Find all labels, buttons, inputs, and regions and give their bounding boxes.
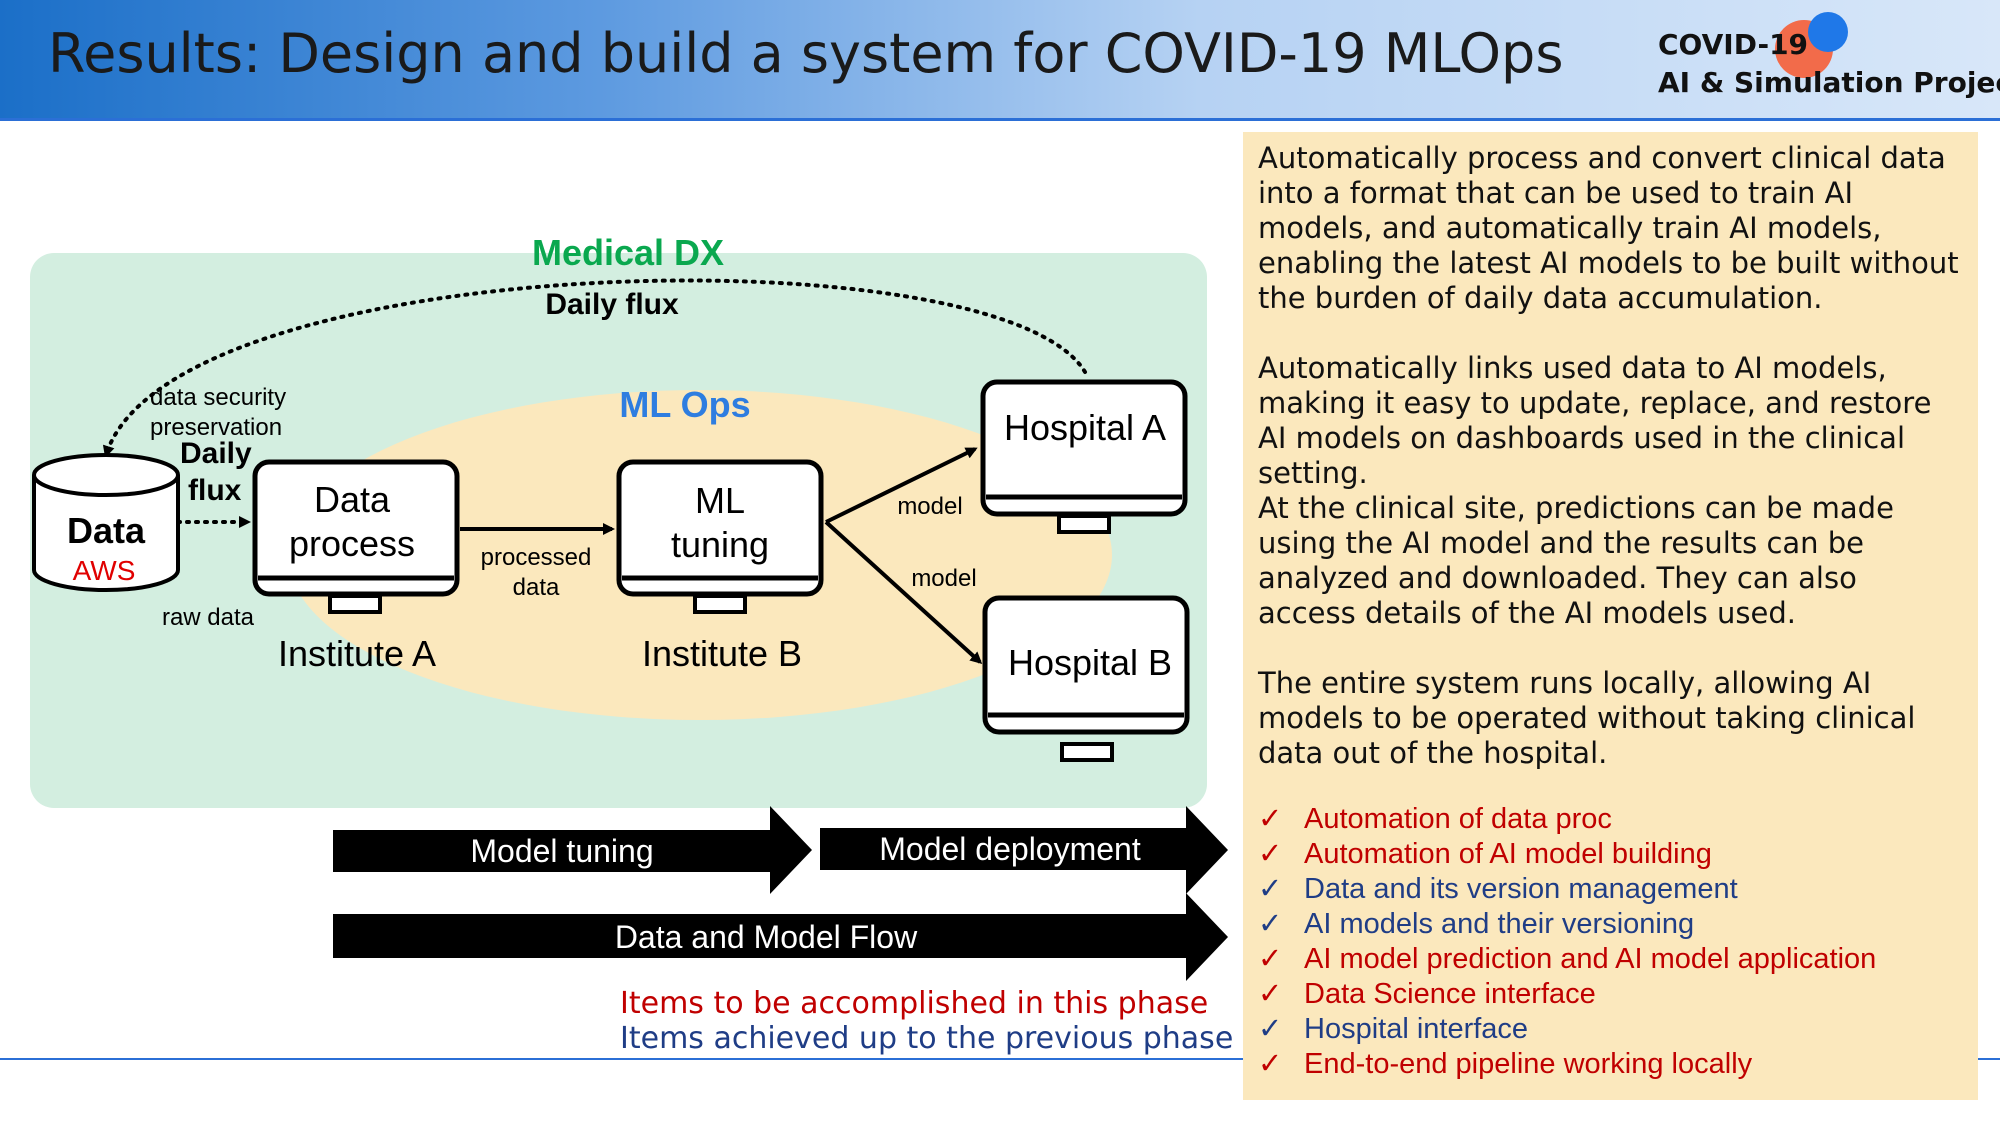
logo-blue-circle (1808, 12, 1848, 52)
hospital-a-label: Hospital A (1004, 407, 1166, 448)
checklist-item: ✓ End-to-end pipeline working locally (1258, 1047, 1963, 1082)
checklist-item-text: End-to-end pipeline working locally (1304, 1048, 1753, 1080)
checklist-item: ✓ Automation of data proc (1258, 802, 1963, 837)
summary-paragraph-1: Automatically process and convert clinic… (1258, 141, 1959, 315)
model-deployment-flow-label: Model deployment (879, 831, 1141, 867)
checklist-item-text: Automation of AI model building (1304, 838, 1712, 870)
header-bar: Results: Design and build a system for C… (0, 0, 2000, 118)
model-deployment-flow-arrow (820, 806, 1228, 894)
model-tuning-flow-arrow (333, 806, 812, 894)
checklist-item-text: Data and its version management (1304, 873, 1738, 905)
raw-data-label: raw data (162, 604, 255, 631)
logo-text-line2: AI & Simulation Project (1658, 66, 2000, 99)
summary-paragraph-2: Automatically links used data to AI mode… (1258, 351, 1932, 490)
legend-to-accomplish: Items to be accomplished in this phase (620, 986, 1209, 1021)
daily-label: Daily (180, 437, 252, 470)
checklist-item: ✓ Data and its version management (1258, 872, 1963, 907)
outer-daily-flux-label: Daily flux (545, 288, 679, 321)
institute-b-label: Institute B (642, 633, 802, 674)
header-divider (0, 118, 2000, 121)
model-tuning-flow-label: Model tuning (470, 833, 653, 869)
checklist-item: ✓ AI models and their versioning (1258, 907, 1963, 942)
summary-panel (1243, 132, 1978, 1100)
page-title: Results: Design and build a system for C… (48, 22, 1564, 85)
checklist-item-text: Hospital interface (1304, 1013, 1529, 1045)
footer-divider (0, 1058, 2000, 1060)
institute-a-label: Institute A (278, 633, 436, 674)
medical-dx-title: Medical DX (532, 232, 724, 273)
checklist-item: ✓ Hospital interface (1258, 1012, 1963, 1047)
ml-ops-title: ML Ops (619, 384, 750, 425)
checklist-item-text: Automation of data proc (1304, 803, 1612, 835)
checklist-item-text: Data Science interface (1304, 978, 1596, 1010)
ml-to-hospital-b-arrow (824, 520, 983, 665)
model-label-b: model (911, 565, 976, 592)
legend-achieved: Items achieved up to the previous phase (620, 1021, 1234, 1056)
data-store-label: Data (67, 510, 146, 551)
data-process-label-line2: process (289, 523, 415, 564)
ml-tuning-label-line2: tuning (671, 524, 769, 565)
checklist-item: ✓ Data Science interface (1258, 977, 1963, 1012)
data-model-flow-label: Data and Model Flow (615, 919, 918, 955)
check-icon: ✓ (1258, 908, 1283, 940)
check-icon: ✓ (1258, 873, 1283, 905)
check-icon: ✓ (1258, 978, 1283, 1010)
hospital-a-monitor (980, 379, 1188, 534)
hospital-b-label: Hospital B (1008, 642, 1172, 683)
data-store-cylinder (32, 453, 180, 592)
checklist-item: ✓ Automation of AI model building (1258, 837, 1963, 872)
hospital-b-monitor (982, 595, 1190, 762)
checklist-item-text: AI model prediction and AI model applica… (1304, 943, 1877, 975)
data-process-monitor (252, 459, 460, 614)
processed-label-line1: processed (481, 544, 592, 571)
summary-paragraph-4: The entire system runs locally, allowing… (1258, 666, 1916, 770)
check-icon: ✓ (1258, 943, 1283, 975)
summary-paragraph-3: At the clinical site, predictions can be… (1258, 491, 1894, 630)
security-label-line2: preservation (150, 414, 282, 441)
flux-label: flux (188, 474, 242, 507)
aws-label: AWS (73, 555, 136, 586)
check-icon: ✓ (1258, 838, 1283, 870)
checklist-item: ✓ AI model prediction and AI model applic… (1258, 942, 1963, 977)
ml-to-hospital-a-arrow (825, 447, 978, 524)
daily-flux-arc (102, 278, 1087, 458)
check-icon: ✓ (1258, 1013, 1283, 1045)
logo-text-line1: COVID-19 (1658, 28, 1809, 61)
security-label-line1: data security (150, 384, 286, 411)
data-process-label-line1: Data (314, 479, 391, 520)
data-model-flow-arrow (333, 893, 1228, 981)
ml-tuning-monitor (616, 459, 824, 614)
ml-tuning-label-line1: ML (695, 480, 745, 521)
model-label-a: model (897, 493, 962, 520)
check-icon: ✓ (1258, 803, 1283, 835)
mlops-diagram: Medical DX Daily flux ML Ops data securi… (30, 232, 1228, 981)
check-icon: ✓ (1258, 1048, 1283, 1080)
checklist: ✓ Automation of data proc ✓ Automation of … (1258, 802, 1963, 1082)
checklist-item-text: AI models and their versioning (1304, 908, 1695, 940)
processed-label-line2: data (513, 574, 560, 601)
